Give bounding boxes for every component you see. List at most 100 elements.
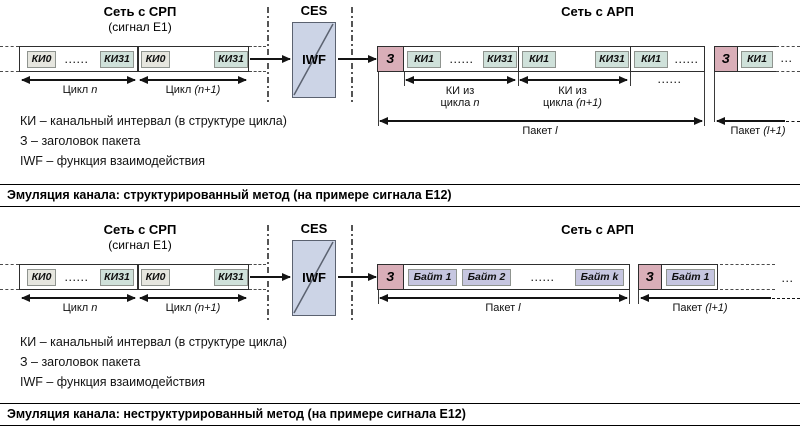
iwf-box: IWF: [292, 240, 336, 316]
guide-line: [703, 72, 705, 126]
packet-l-arrow: [379, 117, 703, 125]
arrow-into-iwf: [249, 273, 291, 281]
ces-title: CES: [300, 221, 328, 236]
label-prefix: Цикл: [165, 84, 195, 96]
guide-line: [637, 290, 639, 304]
label-prefix: Цикл: [165, 302, 195, 314]
arp-network-title: Сеть с АРП: [561, 4, 634, 19]
timeslot-cell: КИ1: [407, 50, 441, 68]
timeslot-cell: КИ31: [100, 50, 134, 68]
guide-line: [377, 72, 379, 126]
continuation-dash-top: [720, 264, 775, 265]
network-boundary-line: [267, 225, 269, 322]
iwf-diagonal: [293, 241, 334, 314]
ellipsis-dots: ......: [449, 55, 474, 65]
label-prefix: Пакет: [730, 125, 764, 137]
guide-line: [377, 290, 379, 304]
packet-header-cell: З: [638, 264, 662, 290]
cycle-n-arrow: [21, 76, 136, 84]
cycle-n-arrow: [21, 294, 136, 302]
ellipsis-dots: ......: [64, 55, 89, 65]
srp-signal-subtitle: (сигнал Е1): [108, 238, 172, 252]
timeslot-cell: КИ31: [483, 50, 517, 68]
label-variable: (n+1): [194, 84, 221, 96]
packet-l-label: Пакет l: [453, 302, 553, 314]
iwf-label: IWF: [302, 270, 326, 285]
byte-cell: Байт 1: [666, 268, 715, 286]
guide-line: [517, 72, 519, 86]
guide-line: [629, 72, 631, 86]
ki-from-cycle-n1-label-line1: КИ из: [558, 85, 587, 97]
label-variable: (l+1): [763, 125, 786, 137]
ellipsis-dots: ...: [781, 274, 794, 284]
guide-line: [403, 72, 405, 86]
iwf-diagonal: [293, 23, 334, 96]
diagram-unstructured-method: Сеть с СРП (сигнал Е1) КИ0 ...... КИ31 К…: [0, 218, 800, 427]
lead-dash-top-right: [249, 46, 266, 47]
byte-cell: Байт 1: [408, 268, 457, 286]
cycle-divider: [137, 46, 139, 72]
guide-line: [713, 72, 715, 122]
caption-rule-bottom: [0, 205, 800, 207]
caption-unstructured: Эмуляция канала: неструктурированный мет…: [7, 406, 466, 421]
label-variable: n: [91, 84, 98, 96]
timeslot-cell: КИ1: [522, 50, 556, 68]
legend-ki: КИ – канальный интервал (в структуре цик…: [20, 114, 287, 128]
label-variable: (n+1): [575, 97, 602, 109]
ellipsis-dots: ......: [530, 273, 555, 283]
label-variable: (n+1): [194, 302, 221, 314]
ces-title: CES: [300, 3, 328, 18]
legend-iwf: IWF – функция взаимодействия: [20, 375, 205, 389]
timeslot-cell: КИ31: [100, 268, 134, 286]
arp-network-title: Сеть с АРП: [561, 222, 634, 237]
cycle-n1-label: Цикл (n+1): [143, 302, 243, 314]
cycle-n-label: Цикл n: [30, 84, 130, 96]
label-prefix: Пакет: [522, 125, 556, 137]
ellipsis-dots: ......: [657, 75, 682, 85]
timeslot-cell: КИ31: [214, 268, 248, 286]
caption-rule-bottom: [0, 424, 800, 426]
network-boundary-line: [351, 7, 353, 104]
caption-rule-top: [0, 184, 800, 186]
ki-from-cycle-n-label-line1: КИ из: [445, 85, 475, 97]
ellipsis-dots: ......: [674, 55, 699, 65]
ki-from-cycle-n1-arrow: [519, 76, 628, 84]
srp-network-title: Сеть с СРП: [103, 4, 177, 19]
packet-l1-arrow-dashed-tail: [786, 120, 800, 122]
arrow-into-iwf: [249, 55, 291, 63]
timeslot-cell: КИ1: [634, 50, 668, 68]
cycle-n1-label: Цикл (n+1): [143, 84, 243, 96]
guide-line: [628, 290, 630, 304]
continuation-dash-top: [776, 46, 800, 47]
legend-z: З – заголовок пакета: [20, 355, 141, 369]
legend-iwf: IWF – функция взаимодействия: [20, 154, 205, 168]
packet-header-cell: З: [377, 46, 404, 72]
srp-signal-subtitle: (сигнал Е1): [108, 20, 172, 34]
ellipsis-dots: ......: [64, 273, 89, 283]
iwf-label: IWF: [302, 52, 326, 67]
packet-l1-arrow: [716, 117, 786, 125]
label-variable: n: [473, 97, 480, 109]
lead-dash-bottom-left: [0, 288, 19, 290]
label-prefix: Цикл: [62, 84, 92, 96]
label-variable: l: [555, 125, 558, 137]
timeslot-cell: КИ0: [141, 50, 170, 68]
lead-dash-top-left: [0, 264, 19, 265]
cycle-n-label: Цикл n: [30, 302, 130, 314]
legend-ki: КИ – канальный интервал (в структуре цик…: [20, 335, 287, 349]
ki-from-cycle-n1-label-line2: цикла (n+1): [520, 97, 625, 109]
label-prefix: цикла: [440, 97, 474, 109]
packet-l1-arrow-dashed-tail: [772, 297, 800, 299]
legend-z: З – заголовок пакета: [20, 134, 141, 148]
lead-dash-bottom-right: [249, 70, 266, 72]
continuation-dash-bottom: [720, 288, 775, 290]
byte-cell: Байт k: [575, 268, 624, 286]
arrow-out-of-iwf: [337, 273, 377, 281]
srp-frame-row: [19, 46, 249, 72]
lead-dash-bottom-left: [0, 70, 19, 72]
arrow-out-of-iwf: [337, 55, 377, 63]
lead-dash-top-left: [0, 46, 19, 47]
ki-from-cycle-n-label-line2: цикла n: [410, 97, 510, 109]
timeslot-cell: КИ31: [214, 50, 248, 68]
